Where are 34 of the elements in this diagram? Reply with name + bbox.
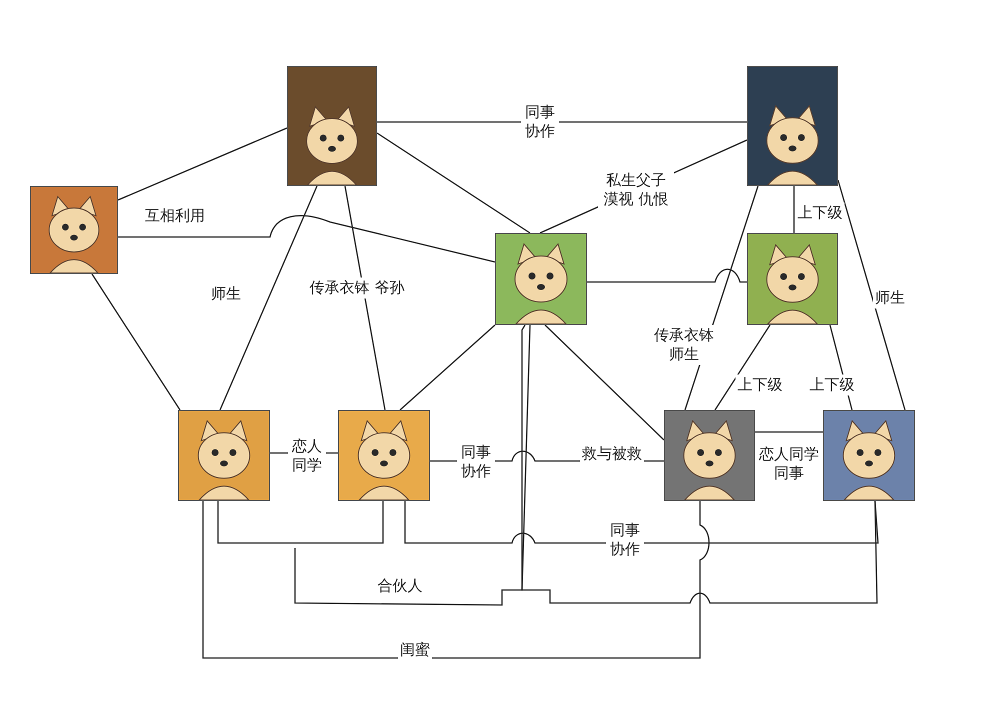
connector-line [521, 324, 878, 604]
connector-line [118, 215, 496, 263]
connector-line [91, 274, 181, 410]
connector-line [118, 127, 288, 201]
animal-picture [338, 410, 430, 501]
connector-line [344, 186, 386, 410]
connector-line [544, 324, 664, 440]
edge-label: 救与被救 [580, 444, 644, 464]
animal-picture [747, 233, 838, 325]
connector-line [400, 324, 496, 410]
animal-picture [287, 66, 377, 186]
connector-line [294, 324, 526, 606]
connector-line [837, 180, 906, 410]
connector-line [376, 132, 530, 234]
connector-line [404, 500, 879, 544]
animal-picture [178, 410, 270, 501]
edge-label: 传承衣钵 爷孙 [308, 278, 406, 298]
animal-picture [664, 410, 755, 501]
animal-picture [495, 233, 587, 325]
connector-line [202, 501, 710, 659]
animal-picture [747, 66, 838, 186]
connector-line [219, 186, 318, 410]
connector-line [755, 431, 823, 433]
animal-picture [30, 186, 118, 274]
connector-line [377, 121, 747, 123]
edge-label: 私生父子漠视 仇恨 [598, 170, 674, 210]
edge-label: 师生 [873, 288, 907, 308]
connector-line [793, 186, 795, 233]
connector-line [217, 501, 384, 544]
edge-label: 上下级 [808, 374, 856, 396]
connector-line [714, 324, 771, 410]
connector-line [587, 268, 747, 283]
animal-picture [823, 410, 915, 501]
edge-label: 闺蜜 [398, 640, 432, 660]
